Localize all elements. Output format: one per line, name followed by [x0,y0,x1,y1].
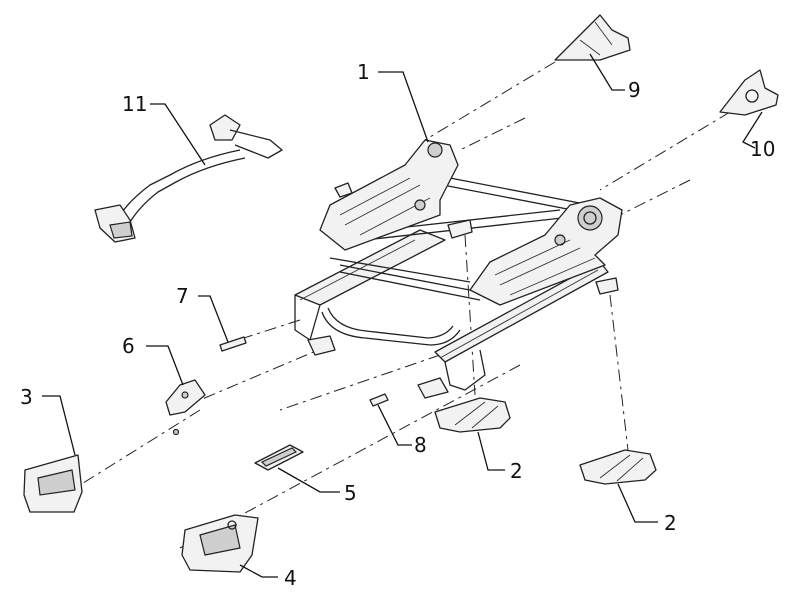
spring-pin [369,393,389,407]
callout-5: 5 [344,481,357,505]
recliner-cover-upper [554,14,631,61]
seat-frame-assembly [294,139,623,399]
small-bracket [165,379,206,436]
callout-1: 1 [357,60,370,84]
callout-6: 6 [122,334,135,358]
callout-2-right: 2 [664,511,677,535]
callout-leader-lines [42,53,763,578]
callout-11: 11 [122,92,147,116]
callout-10: 10 [750,137,775,161]
callout-labels: 1 2 2 3 4 5 6 7 8 9 10 11 [20,60,775,590]
track-foot-cover-left [434,397,511,433]
callout-9: 9 [628,78,641,102]
callout-3: 3 [20,385,33,409]
front-cover-left [23,454,83,513]
callout-4: 4 [284,566,297,590]
callout-8: 8 [414,433,427,457]
track-foot-cover-right [579,449,657,485]
front-cover-right [181,514,259,573]
callout-2-left: 2 [510,459,523,483]
pin-part [219,336,247,352]
cable-harness [94,114,283,243]
callout-7: 7 [176,284,189,308]
track-end-cap [254,444,304,471]
assembly-axis-lines [79,61,731,549]
recliner-cover-right [719,69,779,116]
